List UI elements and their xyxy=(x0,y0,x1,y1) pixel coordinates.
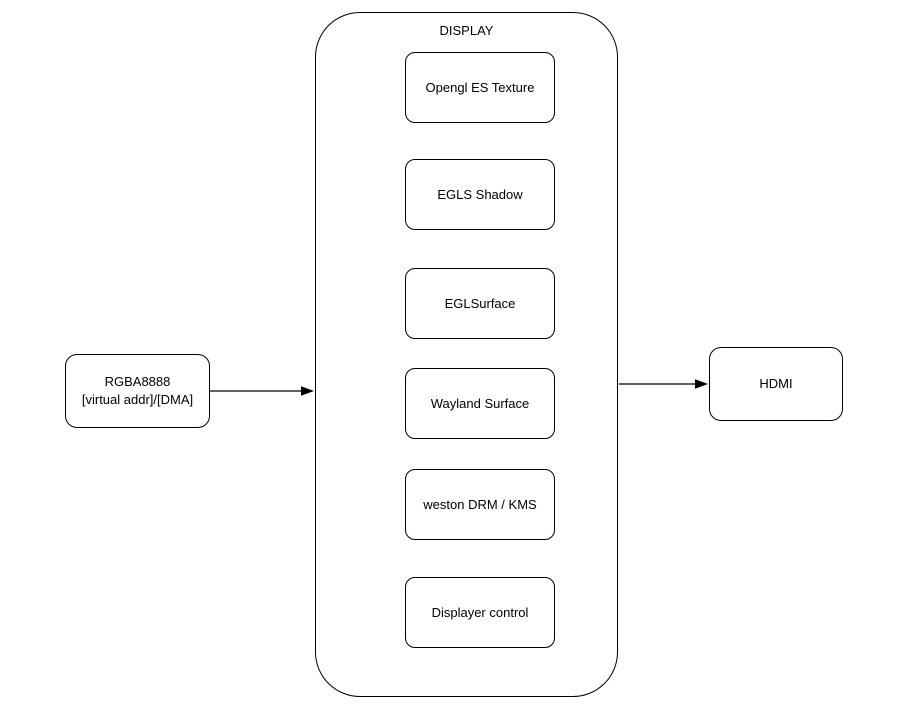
group-display-title: DISPLAY xyxy=(439,23,494,38)
node-wayland-surface: Wayland Surface xyxy=(405,368,555,439)
group-display: DISPLAY Opengl ES Texture EGLS Shadow EG… xyxy=(315,12,618,697)
node-eglsurface-label: EGLSurface xyxy=(444,295,516,311)
node-opengl-es-texture: Opengl ES Texture xyxy=(405,52,555,123)
node-opengl-es-texture-label: Opengl ES Texture xyxy=(425,79,535,95)
node-egls-shadow-label: EGLS Shadow xyxy=(437,186,523,202)
node-eglsurface: EGLSurface xyxy=(405,268,555,339)
node-hdmi: HDMI xyxy=(709,347,843,421)
node-rgba8888: RGBA8888 [virtual addr]/[DMA] xyxy=(65,354,210,428)
node-weston-drm-kms: weston DRM / KMS xyxy=(405,469,555,540)
node-hdmi-label: HDMI xyxy=(759,376,793,391)
node-egls-shadow: EGLS Shadow xyxy=(405,159,555,230)
node-displayer-control: Displayer control xyxy=(405,577,555,648)
node-rgba8888-label-line1: RGBA8888 xyxy=(104,374,171,389)
node-rgba8888-label-line2: [virtual addr]/[DMA] xyxy=(81,392,194,407)
arrow-source-to-display xyxy=(210,386,314,396)
node-wayland-surface-label: Wayland Surface xyxy=(430,395,530,411)
arrow-display-to-hdmi xyxy=(619,379,708,389)
node-weston-drm-kms-label: weston DRM / KMS xyxy=(423,496,537,512)
node-displayer-control-label: Displayer control xyxy=(431,604,529,620)
